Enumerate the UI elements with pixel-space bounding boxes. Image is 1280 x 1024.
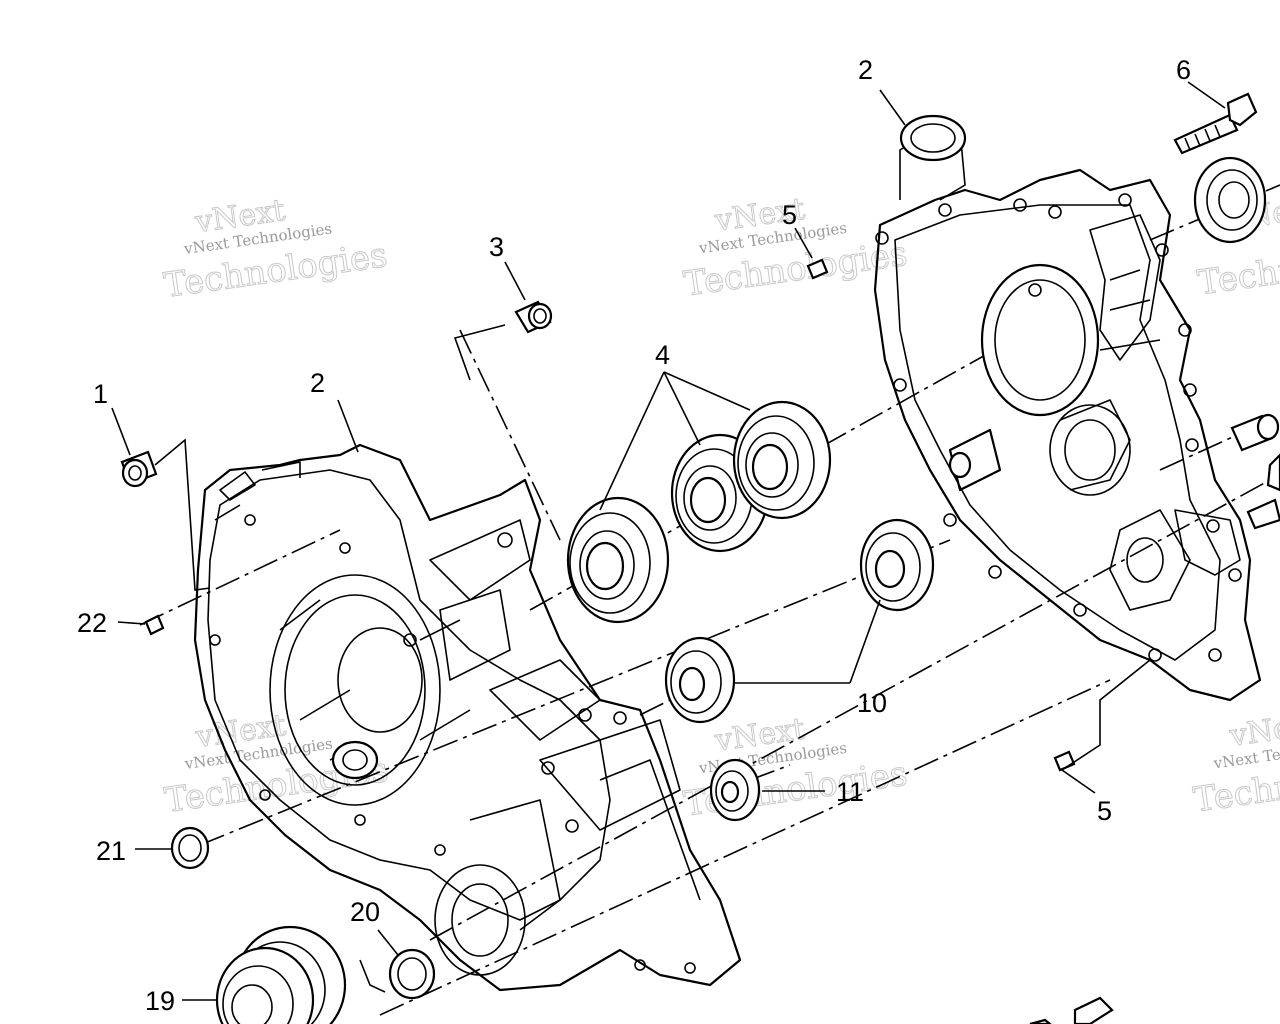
callout-6: 6 (1176, 55, 1191, 85)
part-21-o-ring (170, 826, 210, 870)
callout-2-left: 2 (310, 368, 325, 398)
part-10-bearing-lower (664, 636, 736, 724)
callout-3: 3 (489, 232, 504, 262)
part-4-bearing-3 (732, 400, 832, 520)
part-4-bearing-1 (566, 496, 670, 624)
part-19-pulley (215, 925, 347, 1024)
callout-10: 10 (857, 688, 887, 718)
callout-4: 4 (655, 340, 670, 370)
part-5-pin-top (806, 258, 829, 280)
callout-20: 20 (350, 897, 380, 927)
part-3-bushing (514, 300, 553, 334)
oil-seal-top-right (1193, 156, 1267, 244)
part-22-pin (144, 614, 165, 636)
right-edge-fasteners (1029, 413, 1280, 1024)
left-crankcase-half (193, 443, 742, 992)
callout-11: 11 (836, 777, 864, 807)
right-crankcase-half (873, 114, 1262, 702)
callout-5-bottom: 5 (1097, 796, 1112, 826)
watermark-bottom-right: vNext Technologies vNext Technologies (1191, 706, 1280, 821)
callout-5-top: 5 (782, 200, 797, 230)
watermark-top-left: vNext Technologies vNext Technologies (161, 192, 390, 306)
callout-22: 22 (77, 608, 107, 638)
part-20-seal (388, 948, 436, 1000)
center-lines (139, 184, 1280, 1016)
callout-21: 21 (96, 836, 126, 866)
part-1-bushing (120, 450, 158, 488)
part-10-bearing-upper (859, 518, 935, 612)
part-11-seal (709, 758, 761, 822)
part-5-pin-bottom (1053, 750, 1076, 772)
callout-19: 19 (145, 986, 175, 1016)
callout-labels: 1 2 2 3 4 5 5 6 10 11 19 20 21 22 (77, 55, 1191, 1016)
callout-2-right: 2 (858, 55, 873, 85)
leader-lines (111, 81, 1226, 1001)
part-6-bolt (1173, 92, 1258, 155)
svg-text:Technologies: Technologies (1195, 233, 1280, 304)
callout-1: 1 (93, 379, 108, 409)
